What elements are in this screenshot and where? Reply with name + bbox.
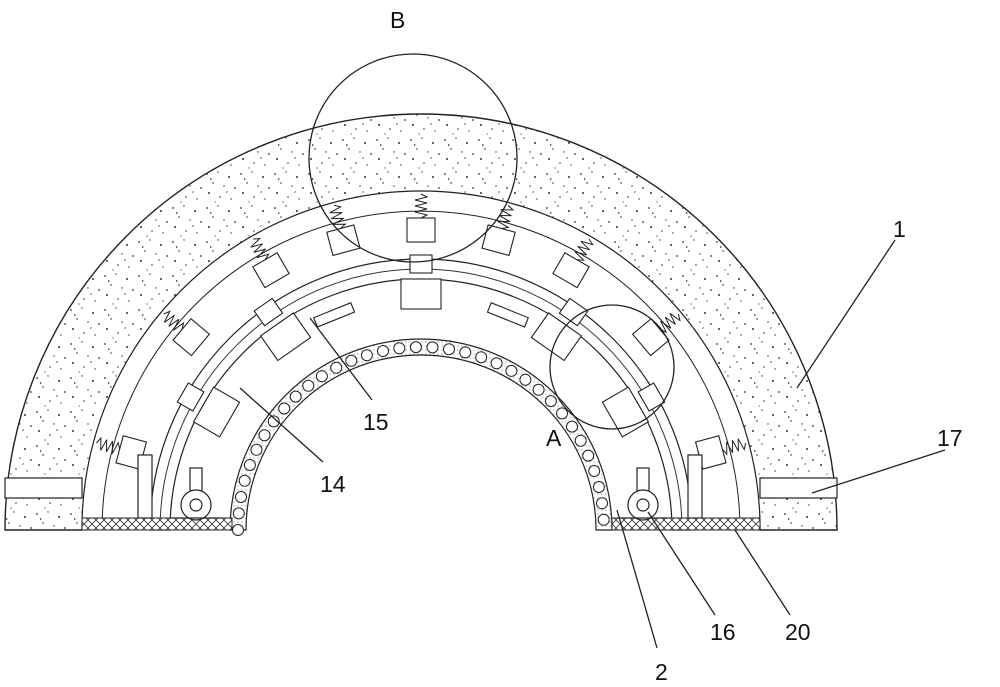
bead: [232, 507, 245, 520]
outer-spring: [96, 436, 121, 454]
outer-spring: [329, 204, 347, 229]
label-14: 14: [320, 471, 346, 497]
bead: [544, 395, 557, 408]
label-17: 17: [937, 425, 963, 451]
bead: [235, 491, 247, 503]
bead: [566, 420, 578, 433]
bead: [582, 449, 595, 462]
detail-circle-a: [549, 304, 675, 430]
outer-spring: [722, 438, 747, 456]
bead: [592, 481, 605, 493]
leader-14: [239, 387, 324, 463]
base-hatch-left: [81, 517, 233, 531]
base-hatch-right: [611, 517, 761, 531]
outer-spring: [574, 238, 594, 261]
label-1: 1: [893, 216, 906, 242]
outer-spring-block: [406, 217, 436, 243]
inner-support-cap: [253, 297, 284, 327]
leader-2: [616, 509, 658, 649]
bead: [588, 465, 601, 477]
bead: [393, 342, 406, 355]
inner-support-cap: [637, 382, 666, 412]
plate-element: [312, 302, 356, 328]
bead: [409, 341, 422, 354]
label-2: 2: [655, 659, 668, 685]
leader-1: [796, 239, 896, 389]
inner-support-block: [259, 312, 312, 362]
label-b: B: [390, 7, 405, 33]
label-15: 15: [363, 409, 389, 435]
inner-support-block: [530, 312, 583, 362]
bead: [443, 343, 455, 356]
bead: [574, 434, 587, 447]
bead: [519, 373, 532, 386]
leader-17: [811, 449, 946, 494]
pivot-wheel-left: [170, 467, 222, 521]
bead: [267, 415, 280, 428]
right-foot-post: [687, 454, 703, 519]
bead: [258, 429, 271, 442]
bead: [330, 361, 343, 374]
outer-spring-block: [481, 224, 516, 257]
bead: [459, 346, 472, 359]
inner-support-cap: [558, 297, 589, 327]
bead: [345, 354, 358, 367]
bead: [532, 383, 545, 396]
bead: [302, 379, 315, 392]
outer-spring: [659, 312, 681, 334]
inner-support-block: [400, 278, 442, 310]
bead-chain: [232, 341, 610, 536]
bead: [475, 351, 488, 364]
leader-20: [734, 529, 791, 616]
bead: [315, 370, 328, 383]
bead: [596, 497, 608, 510]
outer-spring-block: [172, 317, 211, 357]
outer-spring-block: [631, 317, 670, 357]
radial-support-parts: [96, 193, 747, 470]
label-a: A: [546, 425, 562, 451]
bead: [377, 345, 389, 357]
bead: [250, 443, 263, 456]
leader-15: [309, 317, 373, 401]
outer-spring: [414, 193, 429, 219]
bead: [232, 524, 244, 536]
bead: [289, 390, 302, 403]
bead: [426, 341, 439, 354]
outer-spring-block: [326, 224, 361, 257]
inner-support-cap: [409, 254, 433, 274]
bead: [243, 459, 256, 471]
bead: [556, 407, 568, 420]
outer-concrete-lining: [4, 113, 838, 531]
pivot-wheel-right: [617, 467, 669, 521]
foot-band-right: [759, 477, 838, 499]
label-16: 16: [710, 619, 736, 645]
outer-spring: [163, 310, 185, 331]
inner-support-block: [192, 386, 241, 438]
left-foot-post: [137, 454, 153, 519]
bead: [505, 364, 518, 377]
bead: [597, 513, 610, 526]
foot-band-left: [4, 477, 83, 499]
detail-circle-b: [308, 53, 518, 263]
plate-element: [486, 302, 530, 328]
outer-spring-block: [252, 252, 290, 289]
bead: [360, 349, 373, 362]
inner-support-cap: [176, 382, 205, 412]
leader-16: [647, 511, 716, 616]
bead: [490, 357, 503, 370]
outer-spring: [250, 238, 270, 261]
outer-spring-block: [552, 252, 590, 289]
bead: [278, 402, 291, 415]
bead: [238, 474, 251, 487]
label-20: 20: [785, 619, 811, 645]
